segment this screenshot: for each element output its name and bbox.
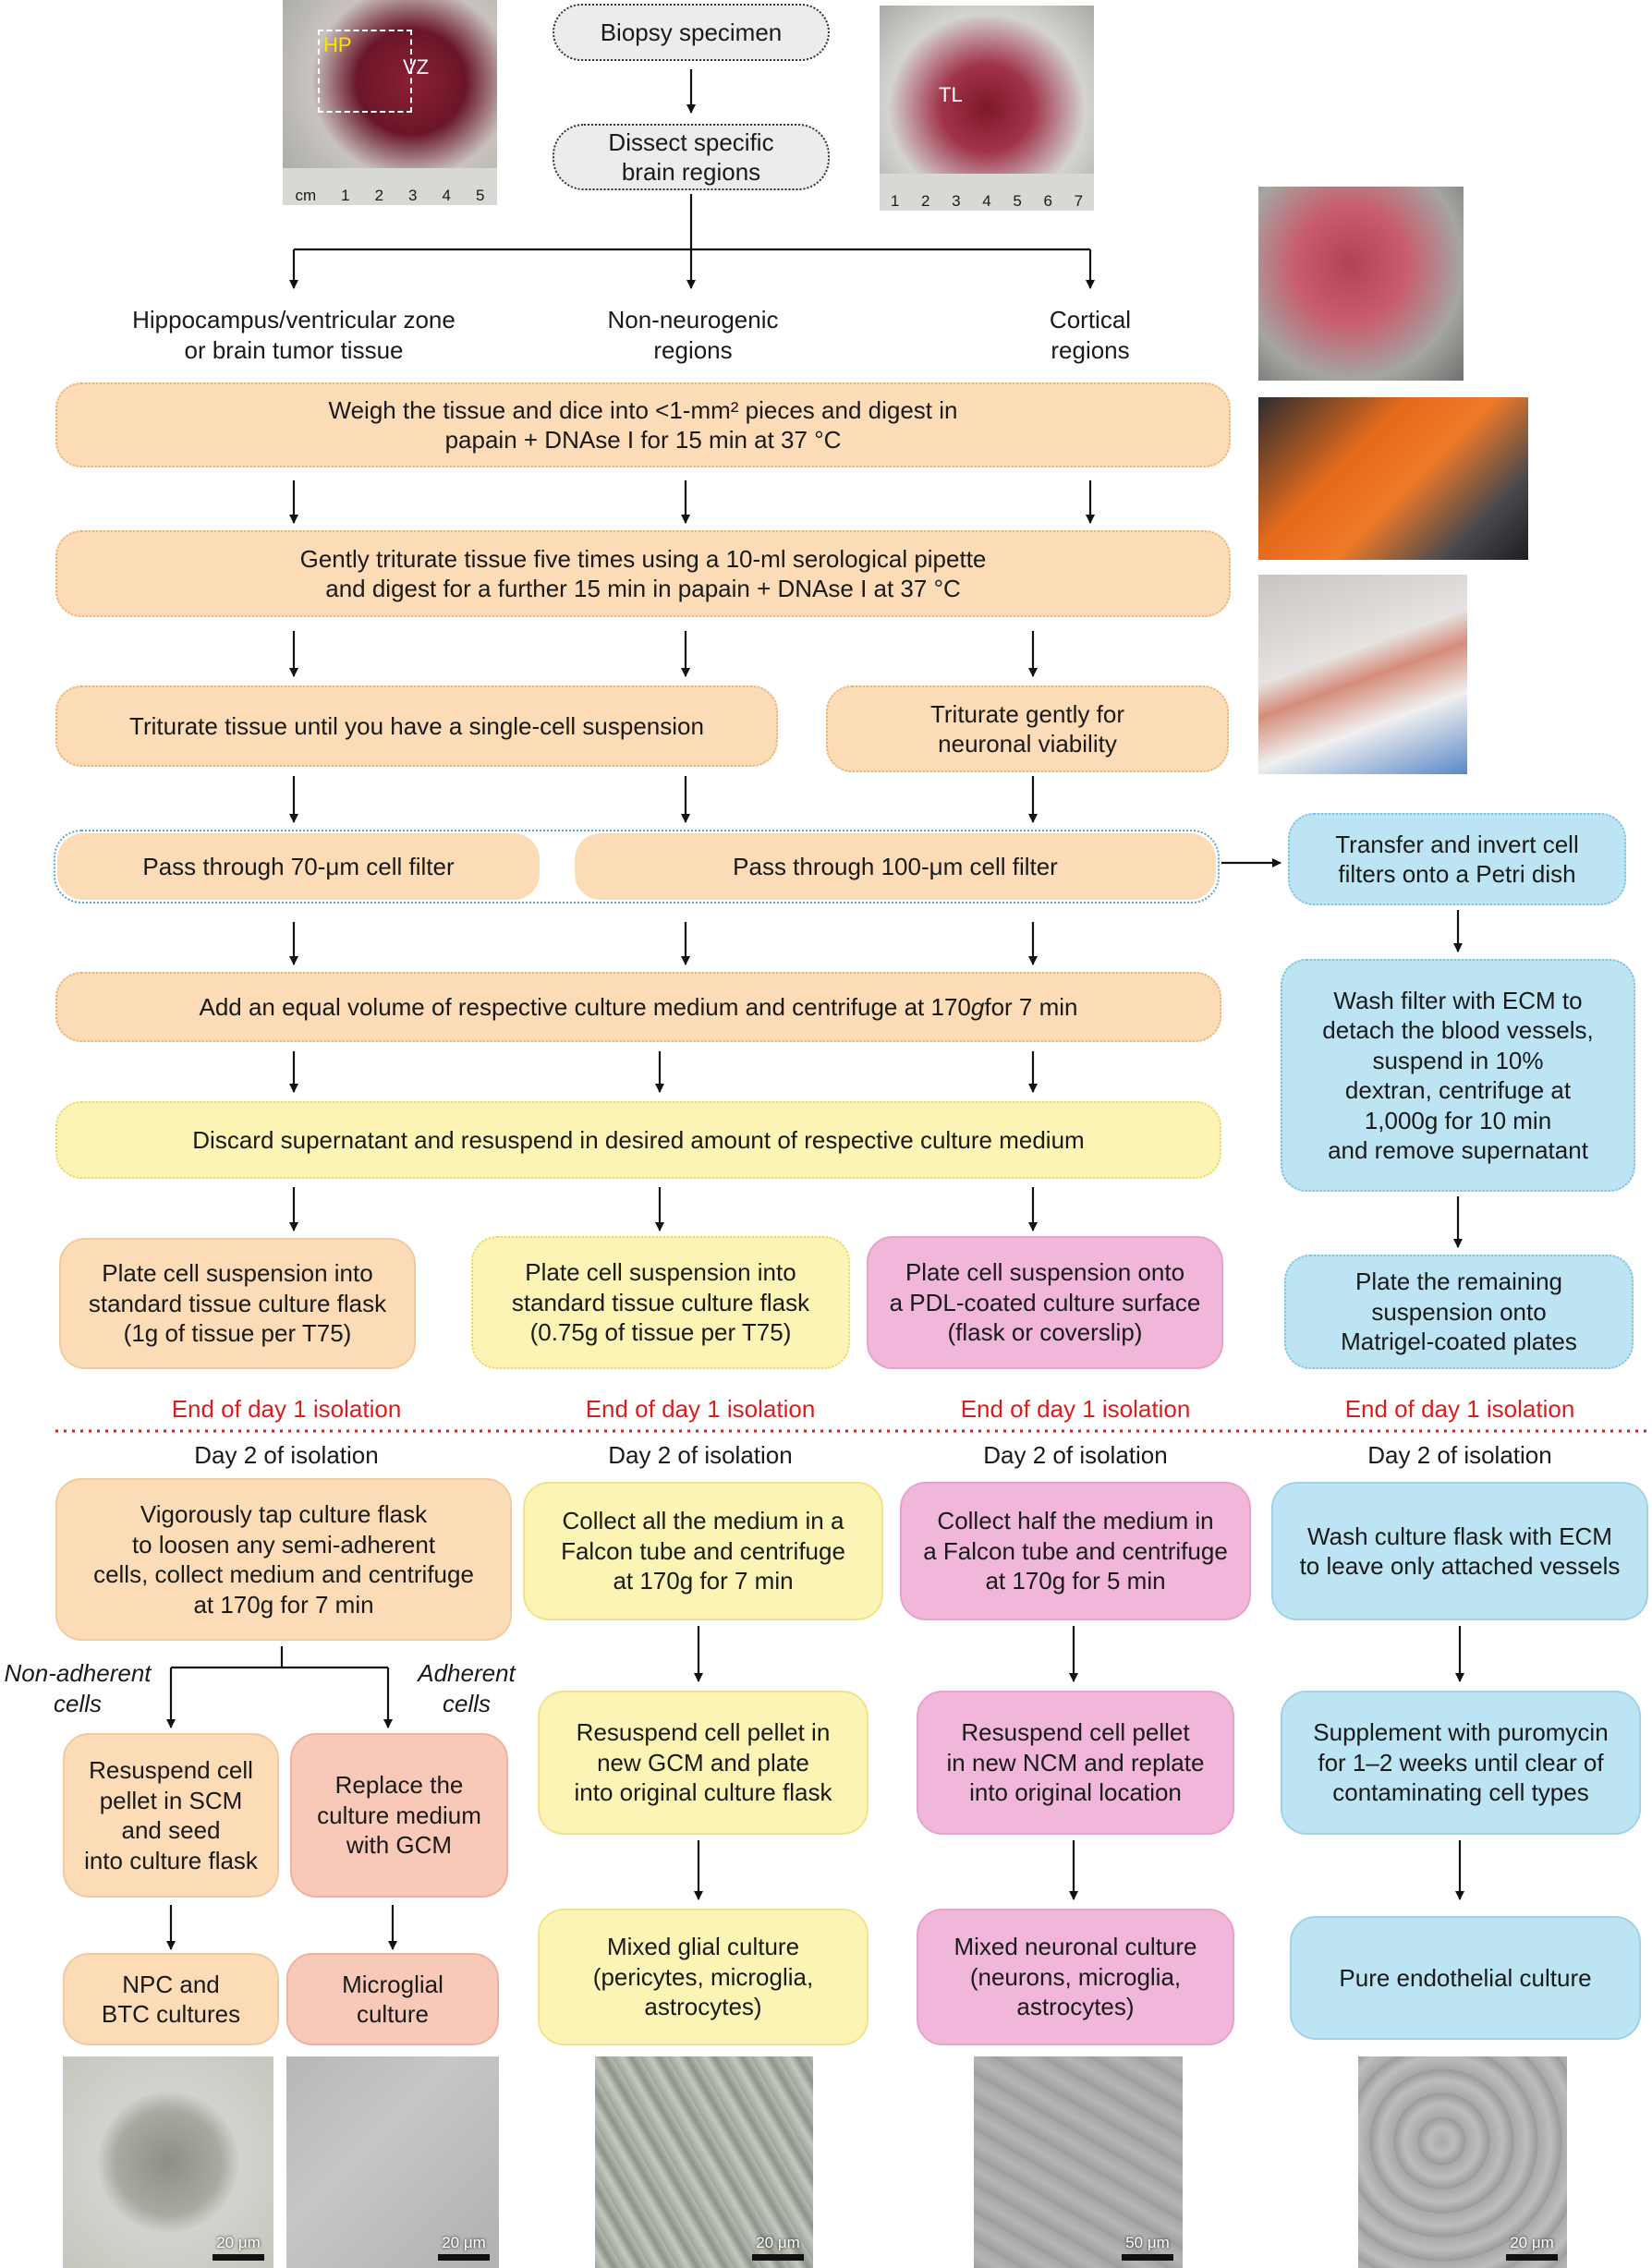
- adherent-label: Adherent cells: [418, 1659, 516, 1717]
- scale-bar-3: 20 μm: [752, 2234, 804, 2261]
- end-day1-label-3: End of day 1 isolation: [960, 1395, 1191, 1423]
- cell-filter-group: [54, 830, 1220, 904]
- region-hippocampus: Hippocampus/ventricular zone or brain tu…: [132, 306, 456, 364]
- triturate-gently-step: Triturate gently for neuronal viability: [826, 685, 1229, 772]
- scale-bar-2: 20 μm: [438, 2234, 490, 2261]
- resuspend-ncm-step: Resuspend cell pellet in new NCM and rep…: [917, 1691, 1234, 1835]
- plate-col3-step: Plate cell suspension onto a PDL-coated …: [867, 1236, 1223, 1369]
- wash-filter-step: Wash filter with ECM to detach the blood…: [1281, 959, 1635, 1192]
- plate-col2-step: Plate cell suspension into standard tiss…: [471, 1236, 850, 1369]
- region-non-neurogenic: Non-neurogenic regions: [607, 306, 779, 364]
- non-adherent-label: Non-adherent cells: [4, 1659, 152, 1717]
- resuspend-gcm-step: Resuspend cell pellet in new GCM and pla…: [538, 1691, 869, 1835]
- tap-flask-step: Vigorously tap culture flask to loosen a…: [55, 1478, 512, 1641]
- hp-label: HP: [323, 33, 352, 56]
- biopsy-specimen-node: Biopsy specimen: [553, 4, 830, 61]
- resuspend-scm-step: Resuspend cell pellet in SCM and seed in…: [63, 1733, 279, 1898]
- add-medium-centrifuge-step: Add an equal volume of respective cultur…: [55, 972, 1221, 1042]
- region-cortical: Cortical regions: [1049, 306, 1132, 364]
- scale-bar-5: 20 μm: [1506, 2234, 1558, 2261]
- transfer-invert-filters-step: Transfer and invert cell filters onto a …: [1288, 813, 1626, 905]
- plate-col4-step: Plate the remaining suspension onto Matr…: [1284, 1255, 1634, 1369]
- filter-100um-step: Pass through 100-μm cell filter: [575, 833, 1216, 900]
- micrograph-endothelial: 20 μm: [1358, 2056, 1567, 2268]
- collect-half-medium-step: Collect half the medium in a Falcon tube…: [900, 1482, 1251, 1620]
- replace-gcm-step: Replace the culture medium with GCM: [290, 1733, 508, 1898]
- wash-flask-ecm-step: Wash culture flask with ECM to leave onl…: [1271, 1482, 1648, 1620]
- micrograph-glial: 20 μm: [595, 2056, 813, 2268]
- puromycin-step: Supplement with puromycin for 1–2 weeks …: [1281, 1691, 1641, 1835]
- microglial-output: Microglial culture: [286, 1953, 499, 2045]
- tl-label: TL: [939, 83, 963, 106]
- micrograph-microglia: 20 μm: [286, 2056, 499, 2268]
- dissect-regions-node: Dissect specific brain regions: [553, 124, 830, 190]
- end-day1-label-1: End of day 1 isolation: [171, 1395, 402, 1423]
- mixed-glial-output: Mixed glial culture (pericytes, microgli…: [538, 1909, 869, 2045]
- filter-70um-step: Pass through 70-μm cell filter: [57, 833, 540, 900]
- discard-resuspend-step: Discard supernatant and resuspend in des…: [55, 1101, 1221, 1179]
- triturate-single-cell-step: Triturate tissue until you have a single…: [55, 685, 778, 767]
- day2-label-4: Day 2 of isolation: [1367, 1441, 1552, 1469]
- photo-rotator: [1258, 397, 1528, 560]
- day2-label-2: Day 2 of isolation: [608, 1441, 793, 1469]
- scale-bar-4: 50 μm: [1122, 2234, 1173, 2261]
- end-day1-label-2: End of day 1 isolation: [585, 1395, 816, 1423]
- pure-endothelial-output: Pure endothelial culture: [1290, 1916, 1641, 2040]
- npc-btc-output: NPC and BTC cultures: [63, 1953, 279, 2045]
- micrograph-neuronal: 50 μm: [974, 2056, 1183, 2268]
- mixed-neuronal-output: Mixed neuronal culture (neurons, microgl…: [917, 1909, 1234, 2045]
- weigh-dice-digest-step: Weigh the tissue and dice into <1-mm² pi…: [55, 382, 1231, 467]
- collect-all-medium-step: Collect all the medium in a Falcon tube …: [523, 1482, 883, 1620]
- day2-label-3: Day 2 of isolation: [983, 1441, 1168, 1469]
- day2-label-1: Day 2 of isolation: [194, 1441, 379, 1469]
- end-day1-label-4: End of day 1 isolation: [1344, 1395, 1575, 1423]
- triturate-digest-step: Gently triturate tissue five times using…: [55, 530, 1231, 617]
- vz-label: VZ: [403, 55, 430, 79]
- photo-diced-tissue: [1258, 187, 1464, 381]
- plate-col1-step: Plate cell suspension into standard tiss…: [59, 1238, 416, 1369]
- micrograph-npc-btc: 20 μm: [63, 2056, 273, 2268]
- photo-pipette: [1258, 575, 1467, 774]
- scale-bar-1: 20 μm: [213, 2234, 264, 2261]
